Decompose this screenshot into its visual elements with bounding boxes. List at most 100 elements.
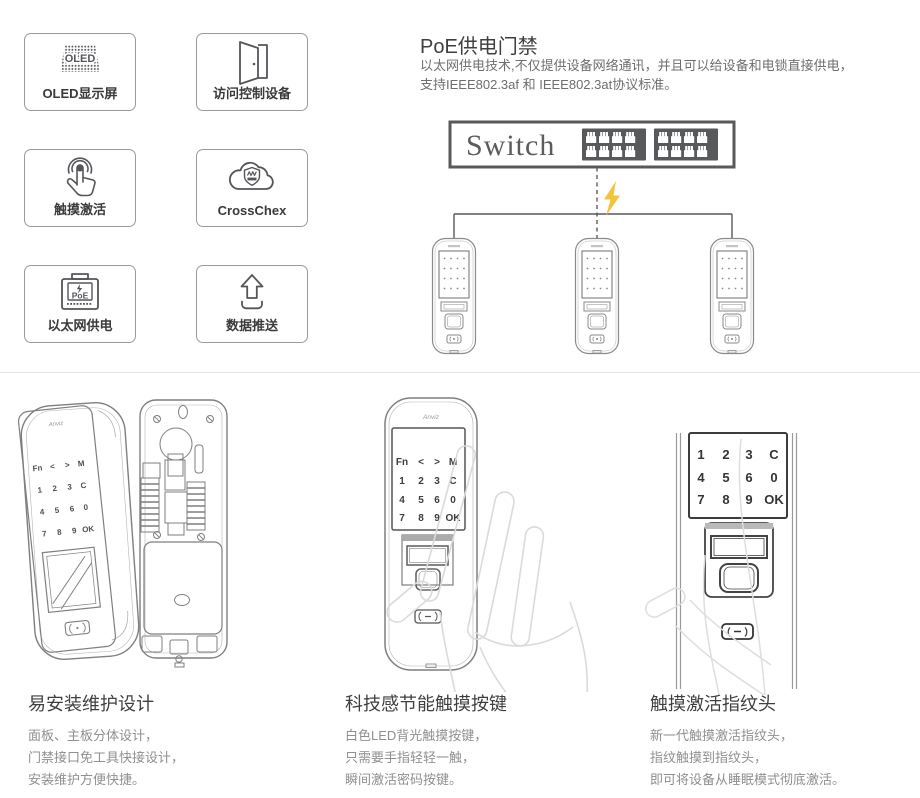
feature-label: 以太网供电 (47, 318, 113, 333)
touch-title: 科技感节能触摸按键 (345, 694, 507, 714)
key-3: 3 (745, 447, 752, 462)
key-8: 8 (722, 492, 729, 507)
device-front-panel: Anviz Fn < > M 1 2 3 C 4 5 6 0 7 8 9 OK (18, 405, 117, 653)
device-back-view (139, 399, 228, 668)
key-1: 1 (697, 447, 704, 462)
key-right: > (434, 457, 440, 468)
key-ok: OK (82, 524, 95, 534)
brand-logo: Anviz (47, 421, 63, 429)
key-left: < (418, 457, 424, 468)
feature-label: OLED显示屏 (42, 86, 118, 101)
section-divider (0, 372, 920, 373)
fingerprint-line3: 即可将设备从睡眠模式彻底激活。 (650, 772, 846, 787)
card-reader-badge (414, 609, 442, 624)
device-side-rails (675, 433, 798, 689)
feature-card-push: 数据推送 (196, 265, 308, 343)
hand-outline (645, 438, 772, 695)
brand-logo: Anviz (422, 414, 440, 421)
key-9: 9 (434, 513, 440, 524)
open-door-icon (239, 41, 268, 85)
key-c: C (80, 481, 87, 491)
install-line3: 安装维护方便快捷。 (28, 772, 146, 787)
touch-line1: 白色LED背光触摸按键， (345, 728, 488, 743)
poe-description-line2: 支持IEEE802.3af 和 IEEE802.3at协议标准。 (420, 77, 678, 92)
key-6: 6 (745, 470, 752, 485)
oled-display-icon: OLED OLED (60, 45, 100, 72)
network-cables (453, 167, 733, 239)
touch-line2: 只需要手指轻轻一触， (345, 750, 476, 765)
upload-arrow-icon (240, 274, 264, 310)
oled-icon-text-halo: OLED (65, 53, 96, 65)
key-4: 4 (399, 495, 405, 506)
key-left: < (50, 462, 56, 471)
key-8: 8 (57, 528, 63, 537)
card-reader-badge (721, 623, 754, 640)
install-title: 易安装维护设计 (28, 694, 154, 714)
sensor-cylinder (159, 427, 193, 461)
touch-activation-icon (66, 157, 96, 197)
fingerprint-line2: 指纹触摸到指纹头， (650, 750, 768, 765)
key-3: 3 (434, 476, 440, 487)
poe-icon-dots (67, 303, 92, 305)
poe-connector-icon: PoE (61, 273, 99, 310)
touch-text-block: 科技感节能触摸按键 白色LED背光触摸按键， 只需要手指轻轻一触， 瞬间激活密码… (345, 690, 645, 791)
card-reader-badge (64, 619, 91, 636)
key-3: 3 (67, 482, 73, 491)
key-7: 7 (399, 513, 405, 524)
key-6: 6 (434, 495, 440, 506)
feature-label: 数据推送 (225, 318, 278, 333)
key-2: 2 (418, 476, 424, 487)
switch-label: Switch (466, 129, 555, 162)
keypad-labels: 1 2 3 C 4 5 6 0 7 8 9 OK (697, 447, 784, 507)
key-5: 5 (418, 495, 424, 506)
poe-icon-text: PoE (72, 291, 89, 301)
key-right: > (65, 460, 71, 469)
terminal-strip (186, 481, 206, 531)
fingerprint-text-block: 触摸激活指纹头 新一代触摸激活指纹头， 指纹触摸到指纹头， 即可将设备从睡眠模式… (650, 690, 920, 791)
key-ok: OK (764, 492, 784, 507)
poe-description-line1: 以太网供电技术,不仅提供设备网络通讯，并且可以给设备和电锁直接供电， (420, 58, 853, 73)
device-front-view (20, 402, 140, 660)
key-2: 2 (722, 447, 729, 462)
feature-label: 触摸激活 (53, 202, 106, 217)
lower-cover (143, 541, 223, 635)
oled-icon-text: OLED (65, 53, 96, 65)
key-ok: OK (446, 513, 462, 524)
keypad-panel (391, 427, 466, 531)
fingerprint-window (41, 546, 101, 614)
key-8: 8 (418, 513, 424, 524)
key-c: C (769, 447, 779, 462)
keypad-labels: Fn < > M 1 2 3 C 4 5 6 0 7 8 9 OK (32, 459, 95, 539)
switch-port-block-2 (654, 128, 718, 161)
key-9: 9 (72, 526, 78, 535)
fingerprint-line1: 新一代触摸激活指纹头， (650, 728, 794, 743)
mini-device-middle (574, 237, 620, 355)
key-0: 0 (770, 470, 777, 485)
key-m: M (449, 457, 457, 468)
key-1: 1 (399, 476, 405, 487)
feature-card-poe: PoE 以太网供电 (24, 265, 136, 343)
cloud-shield-icon (229, 161, 274, 190)
feature-card-touch: 触摸激活 (24, 149, 136, 227)
install-line2: 门禁接口免工具快接设计， (28, 750, 185, 765)
poe-description: 以太网供电技术,不仅提供设备网络通讯，并且可以给设备和电锁直接供电， 支持IEE… (420, 56, 853, 94)
install-line1: 面板、主板分体设计， (28, 728, 159, 743)
switch-port-block-1 (582, 128, 646, 161)
key-7: 7 (697, 492, 704, 507)
key-6: 6 (69, 504, 75, 513)
poe-section-title: PoE供电门禁 (420, 36, 538, 58)
poe-topology-diagram: Switch (431, 120, 755, 355)
lightning-icon (604, 181, 620, 216)
feature-label: 访问控制设备 (212, 86, 291, 101)
key-0: 0 (83, 503, 89, 512)
fingerprint-illustration: 1 2 3 C 4 5 6 0 7 8 9 OK (645, 432, 798, 695)
key-2: 2 (52, 484, 58, 493)
install-text-block: 易安装维护设计 面板、主板分体设计， 门禁接口免工具快接设计， 安装维护方便快捷… (28, 690, 328, 791)
key-5: 5 (722, 470, 729, 485)
key-fn: Fn (396, 457, 408, 468)
feature-card-oled: OLED OLED OLED显示屏 (24, 33, 136, 111)
key-0: 0 (450, 495, 456, 506)
key-4: 4 (39, 507, 45, 516)
keypad-panel (688, 432, 788, 519)
